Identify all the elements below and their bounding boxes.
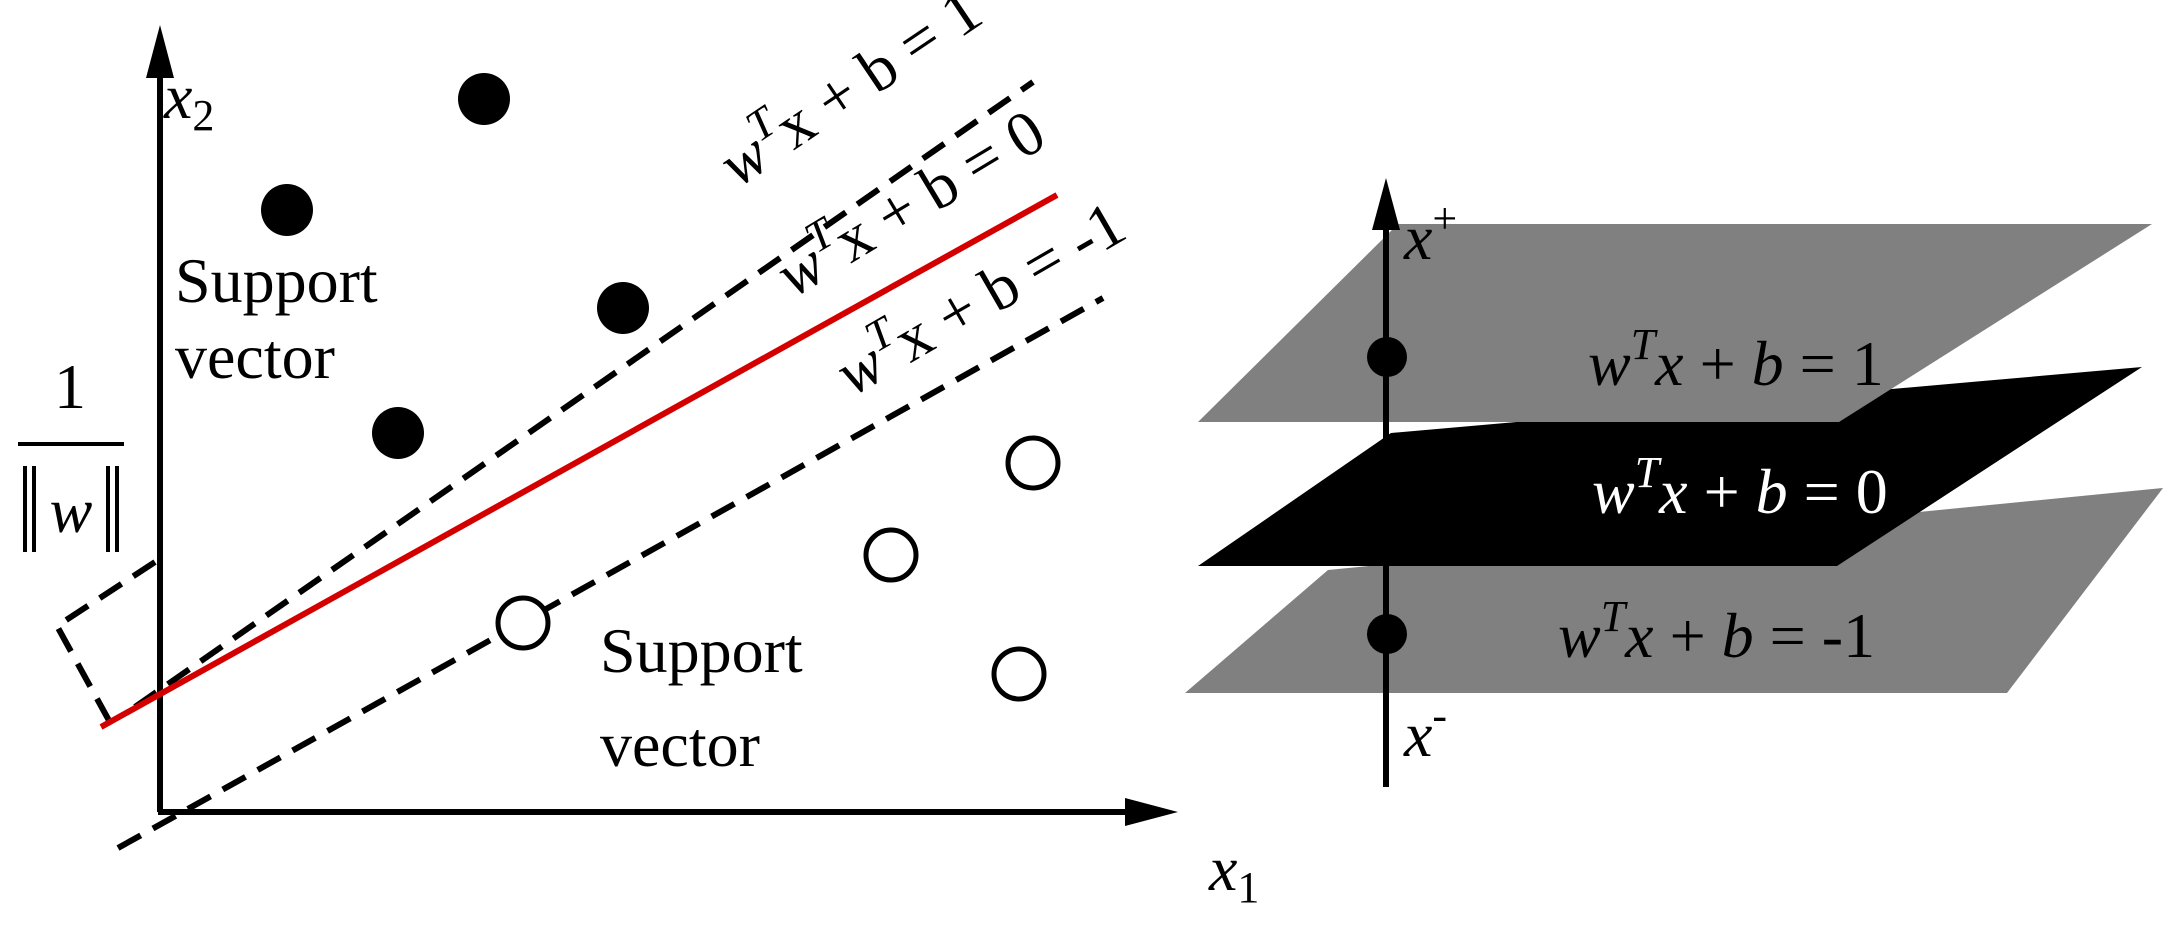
support-vector-label-bottom: Support vector [600, 615, 915, 780]
x-minus-label: x- [1292, 673, 1527, 770]
separating-hyperplane [99, 192, 1059, 730]
normal-axis-arrowhead [1372, 178, 1400, 230]
x2-axis-label: x2 [52, 61, 294, 144]
support-point-minus [1367, 614, 1407, 654]
plane-top-equation: wTx + b = 1 [1476, 320, 1964, 399]
x1-axis-arrowhead [1125, 798, 1178, 826]
support-vector-positive [372, 407, 424, 459]
negative-point [1005, 435, 1061, 491]
positive-point [458, 73, 510, 125]
margin-line-plus [133, 79, 1035, 710]
hyperplane-plus-one [1198, 224, 2152, 422]
plane-middle-equation: wTx + b = 0 [1480, 448, 1968, 527]
margin-denominator: w [50, 475, 93, 546]
right-panel: x+ x- wTx + b = 1 wTx + b = 0 wTx + b = … [1185, 176, 2163, 787]
margin-width-label: 1 w [18, 351, 124, 552]
positive-point [261, 184, 313, 236]
support-point-plus [1367, 337, 1407, 377]
support-vector-negative [495, 595, 551, 651]
x2-axis-arrowhead [146, 25, 174, 78]
negative-point [991, 646, 1047, 702]
margin-line-minus [116, 295, 1105, 851]
plane-bottom-equation: wTx + b = -1 [1446, 592, 1955, 671]
hyperplane-zero [1198, 367, 2142, 566]
support-vector-positive [597, 282, 649, 334]
x1-axis-label: x1 [1097, 833, 1339, 916]
support-vector-label-top: Support vector [175, 245, 490, 392]
left-panel: x2 x1 wTx + b = 1 wTx + b = 0 wTx + b = … [18, 0, 1339, 916]
margin-numerator: 1 [54, 351, 86, 422]
negative-point [863, 527, 919, 583]
x-plus-label: x+ [1292, 176, 1537, 273]
hyperplane-minus-one [1185, 488, 2163, 693]
